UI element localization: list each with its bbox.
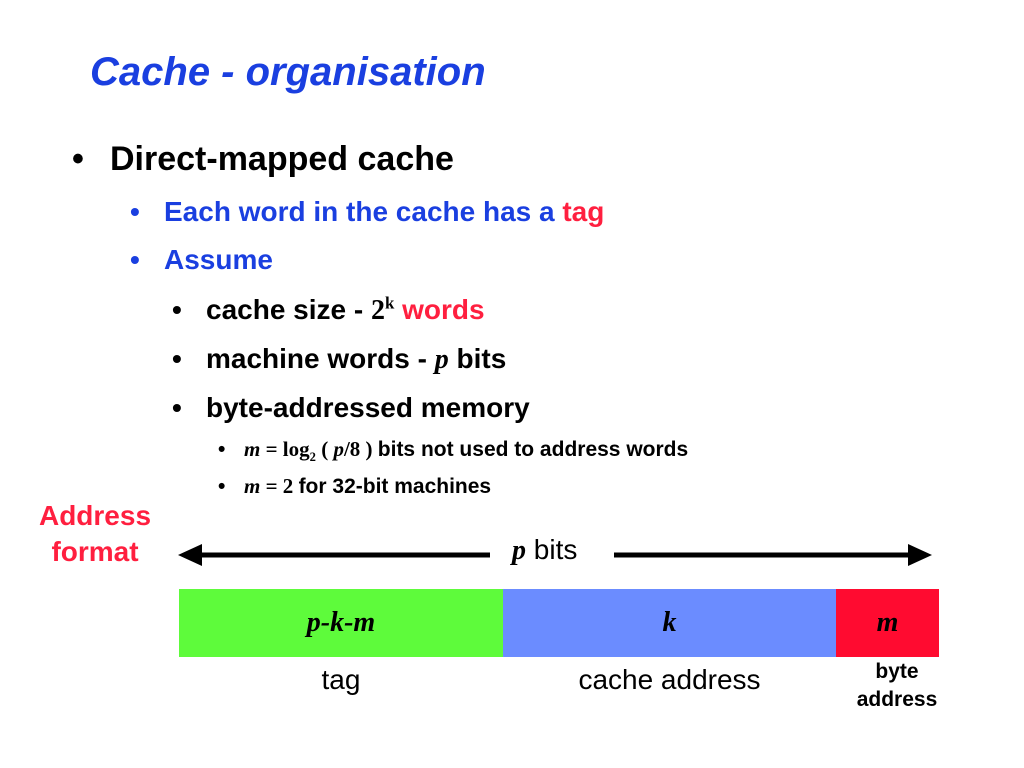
tag-keyword: tag	[562, 196, 605, 227]
words-keyword: words	[402, 294, 485, 325]
segment-byte-address: m	[836, 589, 939, 657]
caption-byte-address: byte address	[856, 660, 938, 711]
bullet-text: Assume	[164, 244, 273, 275]
p-variable: p	[512, 535, 526, 566]
bullet-dot: •	[72, 140, 84, 178]
segment-label: k	[662, 607, 677, 638]
bullet-text: byte-addressed memory	[206, 392, 530, 423]
p-variable: p	[434, 344, 449, 375]
p-bits-arrow	[178, 544, 932, 566]
bullet-machine-words: • machine words - p bits	[172, 343, 506, 376]
bullet-dot: •	[130, 196, 140, 227]
bullet-cache-size: • cache size - 2k words	[172, 294, 485, 327]
bullet-assume: • Assume	[130, 244, 273, 276]
bullet-m-32bit: • m = 2 for 32-bit machines	[218, 474, 491, 499]
bullet-text: for 32-bit machines	[298, 475, 492, 498]
p-bits-label: p bits	[512, 534, 577, 567]
cache-size-expression: 2k	[370, 293, 395, 326]
arrow-left-head	[178, 544, 202, 566]
caption-cache-address: cache address	[578, 664, 761, 695]
m-formula: m = 2	[244, 474, 299, 498]
m-formula: m = log2 ( p/8 )	[244, 437, 378, 465]
segment-label: p-k-m	[306, 607, 376, 638]
bullet-each-word: • Each word in the cache has a tag	[130, 196, 604, 228]
slide-title: Cache - organisation	[90, 50, 486, 94]
segment-tag: p-k-m	[179, 589, 503, 657]
bullet-text: bits not used to address words	[377, 438, 689, 461]
bullet-byte-addressed: • byte-addressed memory	[172, 392, 530, 424]
bullet-text-suffix: bits	[456, 343, 507, 374]
segment-cache-address: k	[503, 589, 836, 657]
bits-text: bits	[533, 534, 578, 565]
bullet-text: Direct-mapped cache	[110, 140, 454, 178]
bullet-dot: •	[172, 392, 182, 423]
bullet-dot: •	[218, 475, 226, 498]
bullet-dot: •	[218, 438, 226, 461]
address-format-label: Address format	[38, 500, 152, 567]
caption-tag: tag	[321, 664, 361, 695]
bullet-dot: •	[172, 343, 182, 374]
segment-label: m	[876, 607, 899, 638]
bullet-m-definition: • m = log2 ( p/8 ) bits not used to addre…	[218, 437, 689, 465]
bullet-text: cache size -	[206, 294, 371, 325]
arrow-right-head	[908, 544, 932, 566]
bullet-direct-mapped: • Direct-mapped cache	[72, 140, 454, 179]
bullet-text: machine words -	[206, 343, 435, 374]
bullet-text: Each word in the cache has a	[164, 196, 563, 227]
bullet-dot: •	[172, 294, 182, 325]
bullet-dot: •	[130, 244, 140, 275]
